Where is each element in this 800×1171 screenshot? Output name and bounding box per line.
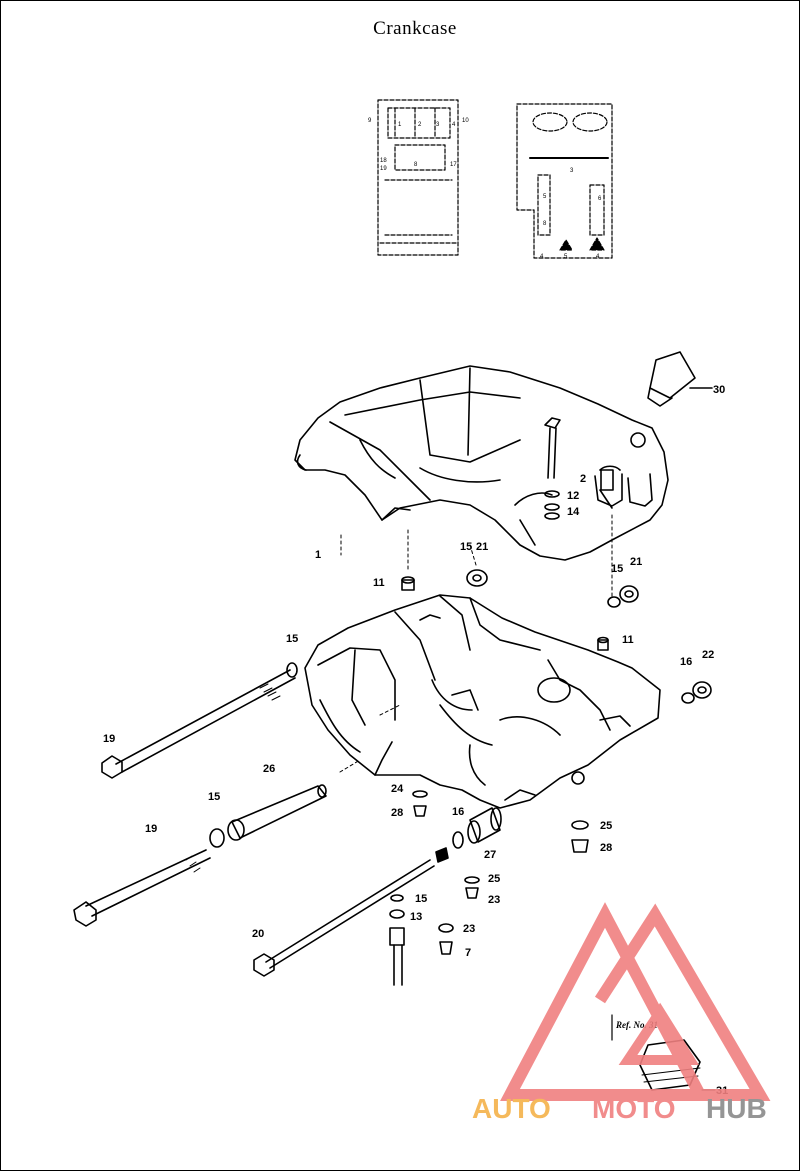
- part-19-bolt-upper: [101, 662, 298, 779]
- callout-27: 27: [484, 849, 496, 861]
- thumb-label-10: 10: [462, 118, 469, 124]
- thumb-label-8: 8: [414, 162, 418, 168]
- thumbnail-right: [516, 103, 613, 259]
- thumb-right-label-6: 6: [598, 196, 602, 202]
- inset-ref-label: Ref. No. 31: [615, 1020, 658, 1030]
- callout-22: 22: [702, 649, 714, 661]
- callout-30: 30: [713, 384, 725, 396]
- upper-crankcase: [294, 365, 669, 561]
- callout-19-lower: 19: [145, 823, 157, 835]
- callout-15-lower: 15: [415, 893, 427, 905]
- automotohub-watermark: AUTO MOTO HUB: [472, 902, 771, 1124]
- thumb-label-9: 9: [368, 118, 372, 124]
- dowels-and-nuts: [401, 569, 712, 704]
- part-19-bolt-lower: [73, 849, 211, 927]
- diagram-title: Crankcase: [373, 18, 457, 39]
- callout-7: 7: [465, 947, 471, 959]
- thumbnail-right-labels: 3 5 6 8 4 5 4: [540, 168, 602, 260]
- callout-15-top: 15: [460, 541, 472, 553]
- thumb-right-label-8: 8: [543, 221, 547, 227]
- callout-25-lower: 25: [488, 873, 500, 885]
- small-fasteners: [389, 790, 589, 986]
- thumb-right-label-4a: 4: [540, 254, 544, 260]
- callout-11-left: 11: [373, 577, 385, 589]
- callout-12: 12: [567, 490, 579, 502]
- thumb-right-label-5: 5: [543, 194, 547, 200]
- callout-28-left: 28: [391, 807, 403, 819]
- part-30-cap: [647, 351, 713, 407]
- watermark-triangle-logo: [500, 902, 771, 1101]
- callout-14: 14: [567, 506, 580, 518]
- lower-crankcase: [304, 594, 661, 809]
- thumb-label-4: 4: [452, 122, 456, 128]
- callout-11-right: 11: [622, 634, 634, 646]
- thumb-label-2: 2: [418, 122, 422, 128]
- callout-16-lower: 16: [452, 806, 464, 818]
- part-16-sleeve: [452, 807, 502, 849]
- thumb-label-19: 19: [380, 166, 387, 172]
- upper-small-parts: [544, 469, 614, 520]
- thumb-label-18: 18: [380, 158, 387, 164]
- callout-23-upper: 23: [488, 894, 500, 906]
- callout-19-upper: 19: [103, 733, 115, 745]
- callout-16-right: 16: [680, 656, 692, 668]
- thumb-right-label-3: 3: [570, 168, 574, 174]
- thumbnail-left-labels: 9 10 1 2 3 4 18 19 8 17: [368, 118, 469, 172]
- thumb-label-17: 17: [450, 162, 457, 168]
- callout-20: 20: [252, 928, 264, 940]
- thumb-label-3: 3: [436, 122, 440, 128]
- callout-28-right: 28: [600, 842, 612, 854]
- watermark-brand-hub: HUB: [706, 1093, 767, 1124]
- part-26-sleeve: [209, 784, 327, 848]
- callout-23-lower: 23: [463, 923, 475, 935]
- callout-25-right: 25: [600, 820, 612, 832]
- callout-13: 13: [410, 911, 422, 923]
- callout-26: 26: [263, 763, 275, 775]
- watermark-brand-moto: MOTO: [592, 1093, 675, 1124]
- callout-21-right: 21: [630, 556, 642, 568]
- callout-labels: 30 2 12 14 1 15 21 11 15 21 11 15 16 22 …: [103, 384, 725, 959]
- callout-1: 1: [315, 549, 321, 561]
- thumb-label-1: 1: [398, 122, 402, 128]
- thumb-right-label-5b: 5: [564, 254, 568, 260]
- callout-15-sleeve: 15: [208, 791, 220, 803]
- callout-21-top: 21: [476, 541, 488, 553]
- thumbnail-left: [377, 99, 459, 256]
- thumb-right-label-4b: 4: [596, 254, 600, 260]
- leader-lines: [339, 514, 613, 773]
- callout-24: 24: [391, 783, 404, 795]
- callout-15-bolt: 15: [286, 633, 298, 645]
- part-20-bolt: [253, 847, 449, 977]
- callout-2: 2: [580, 473, 586, 485]
- callout-15-right: 15: [611, 563, 623, 575]
- watermark-brand-auto: AUTO: [472, 1093, 551, 1124]
